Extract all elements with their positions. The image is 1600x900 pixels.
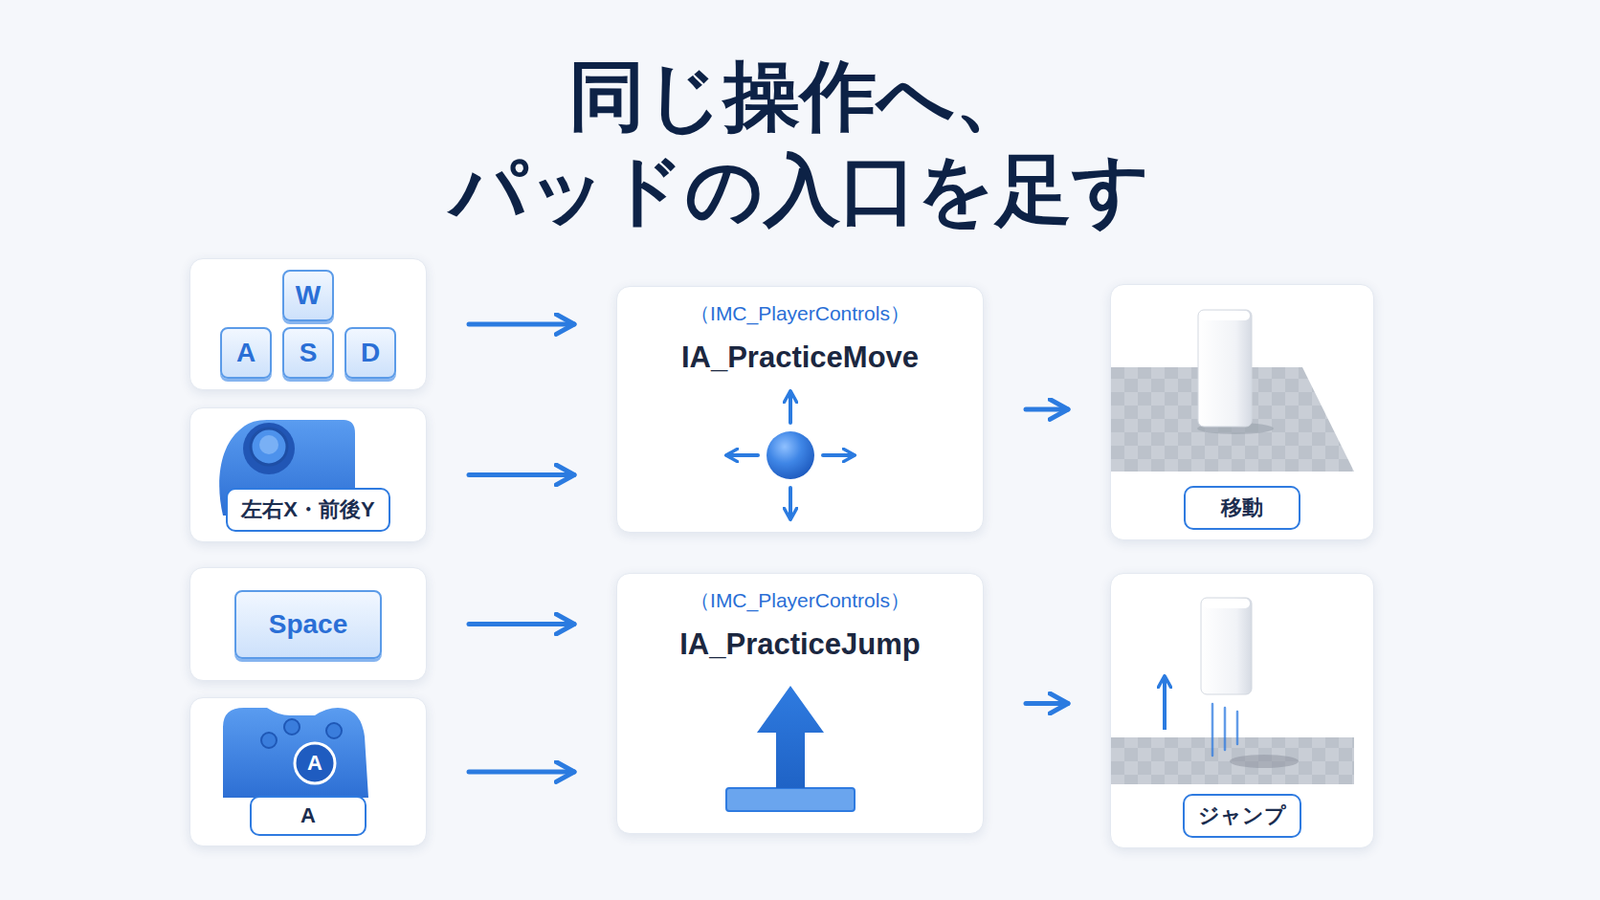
stick-cap [250,428,288,466]
jump-platform [726,788,855,812]
keycap-label: D [344,327,397,379]
label-holder: A [295,744,334,783]
text-area: （IMC_PlayerControls） IA_PracticeJump [617,574,983,834]
result-card: 移動 [1110,284,1375,541]
gamepad-body [222,708,369,799]
flow-arrow [468,322,575,328]
input-card: WASD [189,258,427,391]
context-name: （IMC_PlayerControls） [689,587,911,615]
move-sphere [766,431,815,480]
motion-line [1211,704,1215,756]
face-button [326,723,342,739]
text-area: 左右X・前後Y [190,408,426,542]
action-box: （IMC_PlayerControls） IA_PracticeMove [616,286,984,534]
face-button [261,733,277,749]
player-block-top [1202,599,1250,609]
flow-arrow [468,622,575,627]
text-area: Space [190,568,426,681]
text-area: （IMC_PlayerControls） IA_PracticeMove [617,287,983,533]
context-name: （IMC_PlayerControls） [689,300,911,328]
pill-label: A [249,796,367,837]
keycap-label: Space [234,590,382,660]
player-block [1200,598,1252,695]
text-area: 移動 [1111,285,1374,540]
action-name: IA_PracticeJump [679,627,921,663]
direction-arrow [788,392,793,423]
pill-label: 左右X・前後Y [225,488,390,533]
player-block [1198,310,1252,427]
flow-arrow [468,770,575,776]
jump-arrow [756,686,824,789]
input-card: Space [189,567,427,682]
pill-label: 移動 [1183,486,1301,531]
text-area: ジャンプ [1111,574,1374,848]
flow-arrow [1025,407,1068,413]
keycap-label: W [282,269,334,322]
input-card: 左右X・前後Y [189,407,427,543]
floor [1111,737,1355,785]
action-name: IA_PracticeMove [681,340,919,376]
keycap-label: S [282,327,334,379]
direction-arrow [727,453,758,458]
result-card: ジャンプ [1110,573,1375,849]
input-card: AA [189,697,427,847]
title: 同じ操作へ、 パッドの入口を足す [369,49,1231,238]
face-button [284,719,300,735]
keycap-label: A [220,327,272,379]
stick-top [259,435,279,455]
motion-line [1236,711,1240,745]
action-box: （IMC_PlayerControls） IA_PracticeJump [616,573,984,835]
a-button [294,743,335,784]
player-block-top [1200,311,1250,321]
flow-arrow [468,472,575,478]
direction-arrow [822,453,854,458]
stick-base [243,422,295,475]
text-area: WASD [190,259,426,390]
up-arrow [1162,677,1167,731]
motion-line [1223,708,1227,751]
illustration [617,574,985,836]
button-letter: A [307,751,323,777]
flow-arrow [1025,701,1068,707]
direction-arrow [788,488,793,519]
pill-label: ジャンプ [1182,794,1302,839]
block-shadow [1229,755,1299,769]
